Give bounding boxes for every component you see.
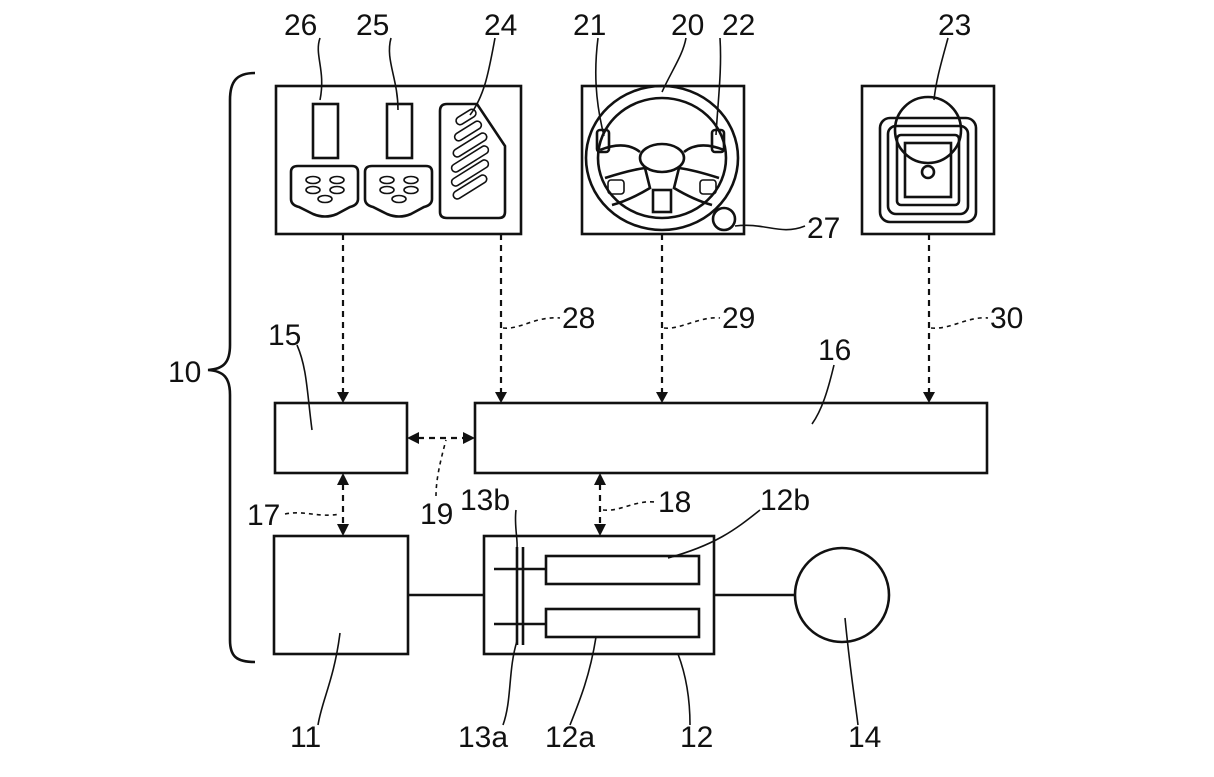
label-second-clutch: 13a <box>458 721 508 754</box>
label-accelerator-pedal: 24 <box>484 9 517 42</box>
label-brake-pedal: 25 <box>356 9 389 42</box>
clutch-pedal-icon <box>289 102 360 218</box>
label-shift-lever: 23 <box>938 9 971 42</box>
second-shaft-box <box>544 607 701 639</box>
brake-pedal-icon <box>363 102 434 218</box>
label-right-paddle: 22 <box>722 9 755 42</box>
label-clutch-pedal: 26 <box>284 9 317 42</box>
label-signal-17: 17 <box>247 499 280 532</box>
steering-wheel-icon <box>584 84 740 232</box>
label-signal-19: 19 <box>420 498 453 531</box>
steering-switch-icon <box>711 206 737 232</box>
steering-box <box>580 84 746 236</box>
transmission-box <box>482 534 716 656</box>
shift-lever-icon <box>878 95 978 224</box>
label-system: 10 <box>168 356 201 389</box>
label-first-shaft: 12b <box>760 484 810 517</box>
shift-lever-box <box>860 84 996 236</box>
pedal-box <box>274 84 523 236</box>
vehicle-controller-box <box>473 401 989 475</box>
right-paddle-icon <box>710 128 726 154</box>
label-transmission: 12 <box>680 721 713 754</box>
label-engine: 11 <box>290 721 321 754</box>
engine-controller-box <box>273 401 409 475</box>
label-second-shaft: 12a <box>545 721 595 754</box>
system-brace <box>207 71 256 664</box>
label-signal-29: 29 <box>722 302 755 335</box>
label-first-clutch: 13b <box>460 484 510 517</box>
accelerator-pedal-icon <box>438 102 507 220</box>
label-engine-controller: 15 <box>268 319 301 352</box>
engine-box <box>272 534 410 656</box>
wheel-circle <box>793 546 891 644</box>
first-shaft-box <box>544 554 701 586</box>
label-wheel: 14 <box>848 721 881 754</box>
label-steering-wheel: 20 <box>671 9 704 42</box>
label-left-paddle: 21 <box>573 9 606 42</box>
label-signal-18: 18 <box>658 486 691 519</box>
label-signal-30: 30 <box>990 302 1023 335</box>
label-steering-switch: 27 <box>807 212 840 245</box>
label-signal-28: 28 <box>562 302 595 335</box>
label-vehicle-controller: 16 <box>818 334 851 367</box>
